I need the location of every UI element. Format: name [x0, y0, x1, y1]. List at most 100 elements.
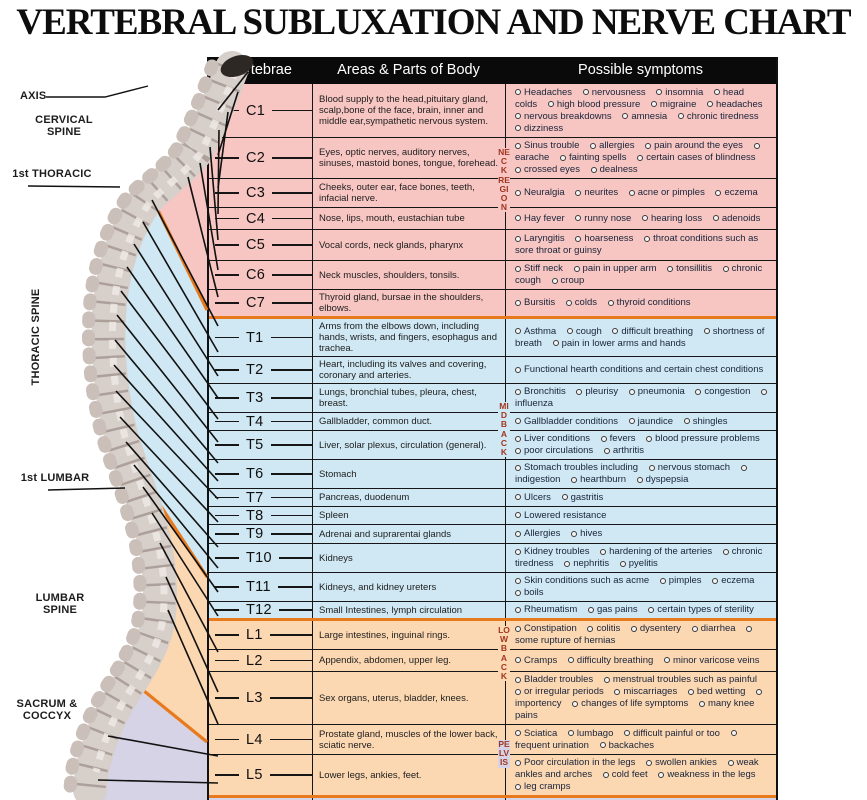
- symptom-text: Gallbladder conditions: [524, 415, 619, 427]
- symptoms-cell: Sinus trouble allergies pain around the …: [505, 138, 776, 178]
- symptom-text: Functional hearth conditions and certain…: [524, 364, 764, 375]
- symptom-item: jaundice: [628, 416, 673, 427]
- symptom-list: Lowered resistance: [515, 510, 614, 522]
- symptom-text: swollen ankies: [655, 757, 717, 768]
- bullet-circle-icon: [722, 265, 729, 272]
- bullet-circle-icon: [515, 418, 521, 424]
- symptom-item: Functional hearth conditions and certain…: [515, 364, 763, 375]
- symptom-item: hives: [571, 528, 602, 539]
- bullet-circle-icon: [515, 657, 521, 663]
- symptom-text: Lowered resistance: [524, 509, 607, 521]
- leader-dash-right: [269, 634, 312, 636]
- symptom-item: frequent urination: [515, 728, 740, 751]
- symptom-text: changes of life symptoms: [581, 698, 689, 709]
- vertebra-label: C7: [246, 295, 266, 311]
- bullet-circle-icon: [753, 142, 760, 149]
- symptom-text: Laryngitis: [524, 233, 565, 244]
- symptoms-cell: Cramps difficulty breathing minor varico…: [505, 650, 776, 671]
- vertebra-label: L2: [246, 652, 263, 669]
- vertebra-cell: C7: [209, 290, 312, 316]
- symptom-text: cold feet: [611, 769, 648, 780]
- symptom-item: pleurisy: [576, 386, 618, 397]
- bullet-circle-icon: [645, 142, 652, 149]
- leader-dash-left: [215, 217, 239, 220]
- symptom-item: Lowered resistance: [515, 510, 606, 521]
- symptom-list: Kidney troubles hardening of the arterie…: [515, 546, 772, 570]
- symptom-text: dysentery: [639, 623, 682, 634]
- bullet-circle-icon: [659, 577, 666, 584]
- areas-cell: Vocal cords, neck glands, pharynx: [312, 230, 505, 260]
- symptom-item: Allergies: [515, 528, 560, 539]
- vertebra-cell: C2: [209, 138, 312, 178]
- bullet-circle-icon: [515, 447, 521, 454]
- symptoms-cell: Lowered resistance: [505, 507, 776, 524]
- symptom-item: Bronchitis: [515, 386, 566, 397]
- areas-cell: Eyes, optic nerves, auditory nerves, sin…: [312, 138, 505, 178]
- leader-dash-right: [270, 369, 312, 371]
- bullet-circle-icon: [515, 366, 521, 373]
- bullet-circle-icon: [515, 464, 521, 471]
- symptom-text: Poor circulation in the legs: [524, 757, 636, 768]
- symptom-text: Sinus trouble: [524, 140, 580, 151]
- areas-cell: Pancreas, duodenum: [312, 489, 505, 506]
- vertebra-cell: T5: [209, 431, 312, 459]
- symptom-item: arthritis: [603, 445, 644, 456]
- symptom-text: Rheumatism: [524, 604, 578, 615]
- symptom-item: or irregular periods: [515, 686, 604, 697]
- symptom-item: Headaches: [515, 87, 572, 98]
- bullet-circle-icon: [646, 435, 653, 442]
- symptom-item: tonsillitis: [667, 263, 712, 274]
- bullet-circle-icon: [658, 771, 665, 778]
- vertebra-label: C6: [246, 267, 266, 283]
- vertebra-label: C3: [246, 185, 266, 201]
- symptom-item: nephritis: [564, 558, 609, 569]
- symptom-text: boils: [524, 587, 544, 598]
- symptom-text: Allergies: [524, 528, 561, 539]
- table-row: T1 Arms from the elbows down, including …: [209, 316, 776, 356]
- symptom-text: fainting spells: [568, 152, 627, 163]
- leader-dash-left: [215, 336, 239, 339]
- symptom-item: pain around the eyes: [645, 140, 743, 151]
- label-first-thoracic: 1st THORACIC: [12, 168, 92, 180]
- symptom-text: dyspepsia: [645, 474, 689, 485]
- symptom-text: Bursitis: [524, 297, 556, 308]
- areas-cell: Liver, solar plexus, circulation (genera…: [312, 431, 505, 459]
- symptom-text: hardening of the arteries: [609, 546, 713, 557]
- bullet-circle-icon: [564, 560, 571, 567]
- bullet-circle-icon: [515, 125, 521, 131]
- symptom-text: Cramps: [524, 654, 558, 666]
- bullet-circle-icon: [587, 625, 594, 632]
- bullet-circle-icon: [603, 676, 610, 683]
- bullet-circle-icon: [515, 215, 521, 221]
- symptom-item: chronic tiredness: [677, 111, 759, 122]
- leader-dash-left: [215, 659, 239, 662]
- bullet-circle-icon: [628, 388, 635, 395]
- vertebra-cell: T9: [209, 525, 312, 543]
- bullet-circle-icon: [515, 589, 521, 596]
- symptom-item: pain in lower arms and hands: [552, 338, 686, 349]
- symptom-item: chronic tiredness: [515, 546, 762, 569]
- symptom-item: pimples: [659, 575, 702, 586]
- leader-dash-right: [270, 533, 312, 535]
- symptom-text: hives: [580, 528, 603, 539]
- table-row: SACRUM Hip bones, buttocks. Sacroiliac c…: [209, 795, 776, 800]
- symptom-text: gas pains: [596, 604, 638, 615]
- leader-dash-left: [215, 609, 239, 611]
- symptom-list: Allergies hives: [515, 528, 610, 540]
- bullet-circle-icon: [687, 688, 694, 695]
- symptom-list: Ulcers gastritis: [515, 492, 611, 504]
- vertebra-cell: L1: [209, 621, 312, 649]
- symptom-text: difficult painful or too: [633, 727, 720, 739]
- bullet-circle-icon: [565, 299, 572, 306]
- bullet-circle-icon: [628, 418, 635, 424]
- symptom-list: Skin conditions such as acme pimples ecz…: [515, 575, 772, 599]
- table-row: C7 Thyroid gland, bursae in the shoulder…: [209, 289, 776, 316]
- symptom-item: blood pressure problems: [646, 433, 760, 444]
- bullet-circle-icon: [607, 299, 614, 306]
- vertebra-cell: T3: [209, 384, 312, 412]
- symptom-text: difficulty breathing: [576, 654, 654, 666]
- symptom-text: frequent urination: [515, 739, 589, 751]
- bullet-circle-icon: [515, 512, 521, 518]
- table-row: C6 Neck muscles, shoulders, tonsils. Sti…: [209, 260, 776, 289]
- symptoms-cell: Kidney troubles hardening of the arterie…: [505, 544, 776, 572]
